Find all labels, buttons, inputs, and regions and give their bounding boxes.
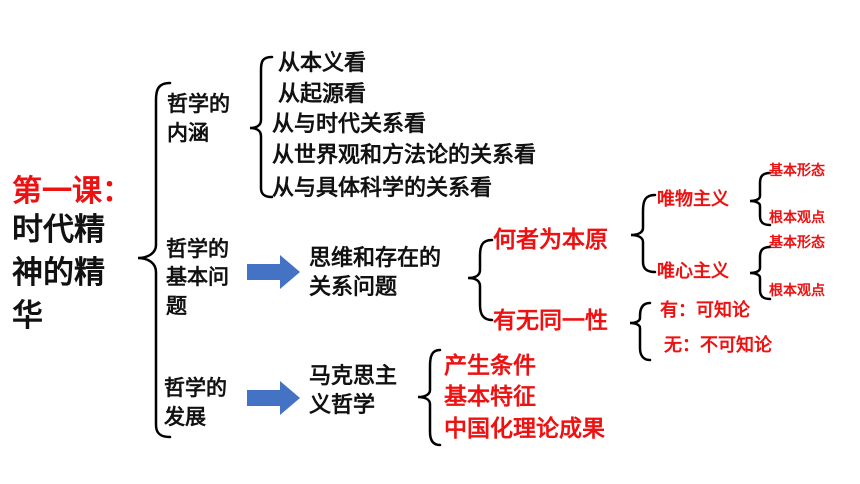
section3-item: 基本特征 — [444, 384, 536, 410]
section1-brace — [249, 55, 274, 199]
section1-label-line2: 内涵 — [167, 121, 209, 145]
section1-item: 从起源看 — [278, 82, 367, 107]
lesson-title-line2: 神的精 — [12, 255, 105, 291]
weixinzhuyi: 唯心主义 — [657, 261, 729, 282]
weiwuzhuyi: 唯物主义 — [657, 189, 729, 210]
benyuan-brace — [630, 193, 657, 274]
bukezhilun: 无：不可知论 — [664, 335, 772, 356]
section3-label-line2: 发展 — [164, 405, 206, 429]
leaf-label: 根本观点 — [769, 210, 825, 226]
lesson-title-line1: 时代精 — [12, 212, 105, 248]
section2-topic-line2: 关系问题 — [309, 275, 398, 300]
section3-item: 中国化理论成果 — [444, 416, 605, 442]
section2-topic-line1: 思维和存在的 — [309, 246, 442, 271]
section3-item: 产生条件 — [444, 353, 536, 379]
arrow-icon — [247, 381, 300, 415]
section1-label-line1: 哲学的 — [167, 92, 230, 116]
section2-label-line1: 哲学的 — [166, 237, 229, 261]
main-brace — [137, 81, 172, 439]
branch-benyuan: 何者为本原 — [493, 227, 608, 253]
weiwu-brace — [749, 171, 772, 227]
section3-label-line1: 哲学的 — [164, 376, 227, 400]
branch-tongyi: 有无同一性 — [493, 308, 608, 334]
lesson-title-line3: 华 — [12, 298, 43, 334]
section2-label-line3: 题 — [166, 294, 187, 318]
section1-item: 从与具体科学的关系看 — [272, 176, 493, 201]
section3-topic-line2: 义哲学 — [309, 393, 376, 418]
kezhilun: 有：可知论 — [660, 300, 750, 321]
section2-brace — [467, 238, 494, 322]
section2-label-line2: 基本问 — [166, 265, 229, 289]
section3-topic-line1: 马克思主 — [309, 364, 398, 389]
leaf-label: 基本形态 — [769, 163, 825, 179]
section1-item: 从本义看 — [278, 51, 367, 76]
section1-item: 从与时代关系看 — [272, 112, 427, 137]
leaf-label: 根本观点 — [769, 283, 825, 299]
tongyi-brace — [629, 301, 652, 362]
section1-item: 从世界观和方法论的关系看 — [272, 143, 537, 168]
weixin-brace — [749, 245, 772, 301]
leaf-label: 基本形态 — [769, 235, 825, 251]
lesson-number: 第一课： — [12, 174, 132, 209]
arrow-icon — [247, 255, 300, 289]
section3-brace — [417, 348, 442, 447]
